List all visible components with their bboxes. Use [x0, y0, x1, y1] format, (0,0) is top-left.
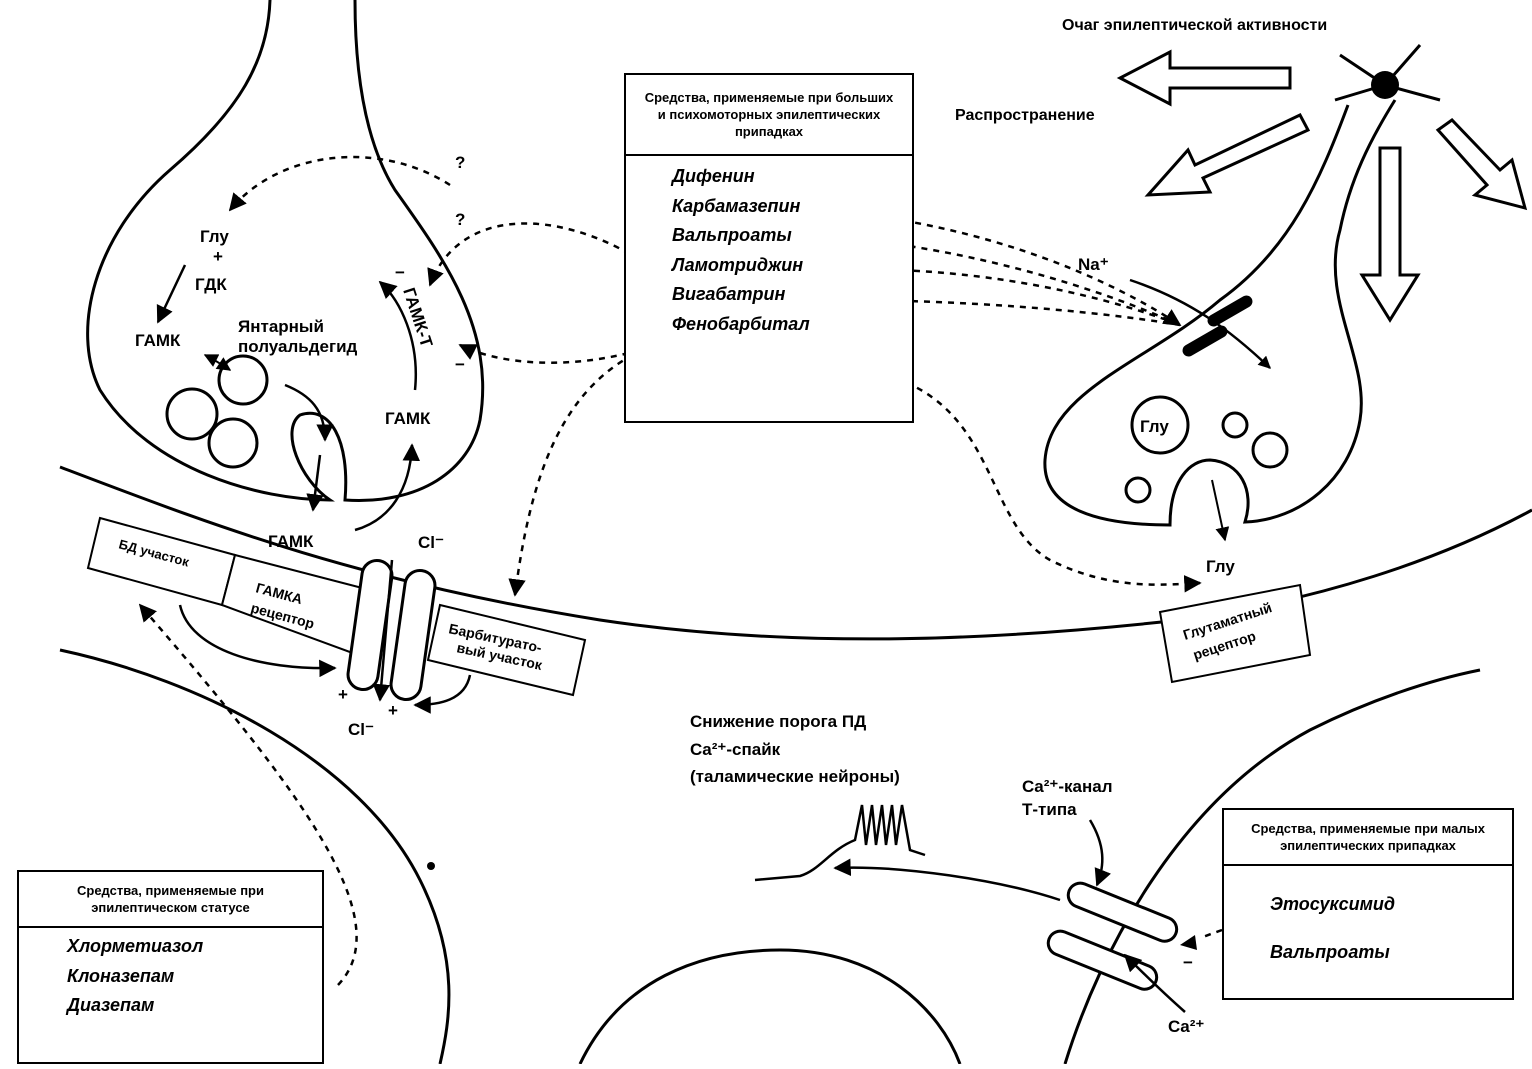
question-mark-2: ? [455, 210, 465, 229]
vesicle-small [1221, 411, 1249, 439]
bd-site-box: БД участок [86, 516, 237, 607]
status-epilepticus-header: Средства, применяемые при эпилептическом… [19, 872, 322, 928]
glutamate-terminal-outline [1043, 99, 1397, 527]
ca-channel-pointer [1088, 819, 1111, 887]
postsynaptic-membrane [59, 465, 1532, 641]
drug-item: Вальпроаты [672, 225, 792, 245]
question-mark-1: ? [455, 153, 465, 172]
thalamic-line3: (таламические нейроны) [690, 767, 900, 786]
succinic-label-2: полуальдегид [238, 337, 358, 356]
drug-item: Этосуксимид [1270, 894, 1396, 914]
minus-sign: − [395, 263, 405, 282]
vesicle-small [1251, 431, 1289, 469]
vesicle [207, 417, 259, 469]
small-seizures-header: Средства, применяемые при малых эпилепти… [1224, 810, 1512, 866]
gaba-label-left: ГАМК [135, 331, 181, 350]
vesicle [217, 354, 269, 406]
small-seizures-box: Средства, применяемые при малых эпилепти… [1222, 808, 1514, 1000]
plus-sign-1: + [338, 685, 348, 704]
small-seizures-drug-list: Этосуксимид Вальпроаты [1224, 866, 1512, 976]
large-seizures-box: Средства, применяемые при больших и псих… [624, 73, 914, 423]
nucleus-dot [427, 862, 435, 870]
chloride-flow-arrow [372, 559, 394, 702]
gaba-label-right: ГАМК [385, 409, 431, 428]
thalamic-line1: Снижение порога ПД [690, 712, 866, 731]
status-epilepticus-box: Средства, применяемые при эпилептическом… [17, 870, 324, 1064]
lower-left-cell [59, 648, 451, 1065]
focus-title: Очаг эпилептической активности [1062, 17, 1327, 34]
drug-item: Клоназепам [67, 965, 175, 986]
gaba-t-arrow [378, 280, 417, 391]
spread-arrows [1116, 49, 1528, 323]
barbiturate-site-box: Барбитурато- вый участок [426, 603, 587, 697]
ca-t-channel [1046, 881, 1179, 991]
drug-item: Хлорметиазол [67, 936, 204, 956]
large-seizures-drug-list: Дифенин Карбамазепин Вальпроаты Ламотрид… [626, 156, 912, 339]
status-epilepticus-drug-list: Хлорметиазол Клоназепам Диазепам [19, 928, 322, 1021]
ca-channel-line1: Ca²⁺-канал [1022, 777, 1113, 796]
glu-vesicle-label: Глу [1140, 417, 1169, 436]
release-arrow [284, 383, 334, 442]
gdk-label: ГДК [195, 275, 227, 294]
vesicle-small [1124, 476, 1152, 504]
ca-ion-label: Ca²⁺ [1168, 1017, 1204, 1036]
spread-label: Распространение [955, 107, 1095, 124]
cl-bottom-label: Cl⁻ [348, 720, 374, 739]
minus-sign-2: − [455, 355, 465, 374]
ca-minus-label: − [1183, 953, 1193, 972]
block-triangle [1180, 935, 1197, 950]
glu-cleft-label: Глу [1206, 557, 1235, 576]
thalamic-cell [578, 948, 962, 1065]
thalamic-line2: Ca²⁺-спайк [690, 740, 781, 759]
drug-item: Дифенин [672, 166, 755, 186]
glu-vesicle [1130, 395, 1190, 455]
succinic-label-1: Янтарный [238, 317, 324, 336]
na-label: Na⁺ [1078, 255, 1109, 274]
barb-modulation-arrow [413, 674, 472, 714]
reuptake-arrow [354, 443, 421, 532]
gaba-a-receptor-box: ГАМКА рецептор [220, 553, 372, 657]
large-seizures-header: Средства, применяемые при больших и псих… [626, 75, 912, 156]
drug-item: Карбамазепин [672, 195, 801, 216]
release-arrow-2 [306, 454, 324, 512]
gaba-terminal-outline [86, 0, 485, 502]
glu-release-arrow [1211, 479, 1230, 542]
drug-item: Диазепам [67, 995, 155, 1015]
ca-spike-trace [754, 804, 926, 882]
focus-neuron-processes [1334, 44, 1441, 102]
bd-modulation-arrow [178, 604, 337, 678]
cl-top-label: Cl⁻ [418, 533, 444, 552]
drug-item: Ламотриджин [672, 254, 804, 275]
spike-arrow [833, 858, 1061, 902]
drug-item: Вигабатрин [672, 284, 786, 304]
plus-sign-2: + [388, 701, 398, 720]
chloride-channel [346, 558, 437, 702]
gaba-succinic-arrow [203, 354, 232, 371]
vesicle [165, 387, 219, 441]
drug-item: Вальпроаты [1270, 942, 1390, 962]
ca-influx-arrow [1123, 953, 1186, 1013]
na-influx-arrow [1129, 278, 1271, 369]
drug-item: Фенобарбитал [672, 313, 810, 334]
plus-label: + [213, 247, 223, 266]
ca-channel-line2: Т-типа [1022, 800, 1077, 819]
glu-label: Глу [200, 227, 229, 246]
glutamate-receptor-box: Глутаматный рецептор [1158, 583, 1312, 684]
na-channel [1182, 295, 1253, 357]
glu-to-gaba-arrow [156, 264, 187, 324]
